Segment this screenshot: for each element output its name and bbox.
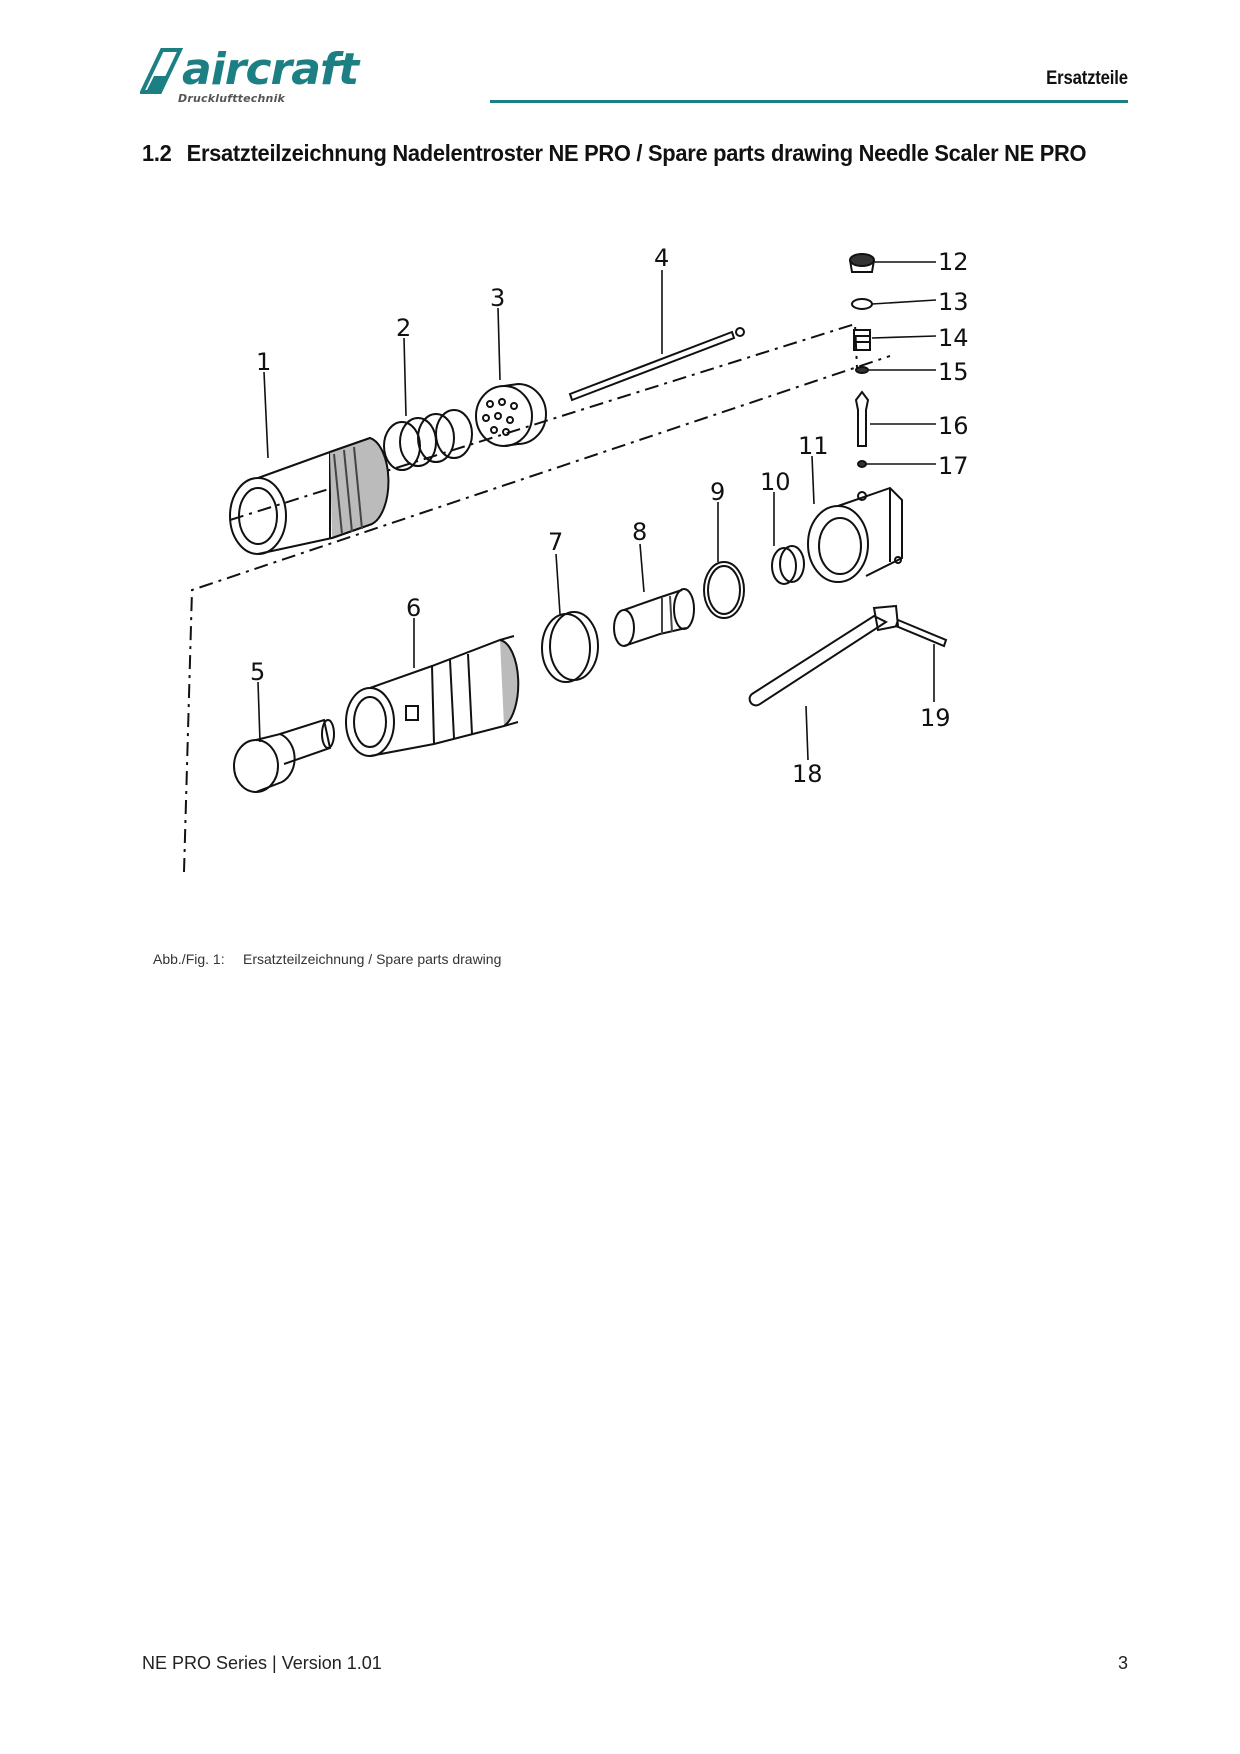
part-label: 17 bbox=[938, 452, 969, 480]
part-label: 5 bbox=[250, 658, 265, 686]
part-label: 4 bbox=[654, 244, 669, 272]
figure-number: Abb./Fig. 1: bbox=[153, 951, 225, 967]
figure-caption: Abb./Fig. 1: Ersatzteilzeichnung / Spare … bbox=[153, 951, 501, 967]
part-label: 12 bbox=[938, 248, 969, 276]
part-2-springs bbox=[383, 409, 473, 471]
parts-12-17-valve-stack bbox=[849, 253, 875, 468]
part-1-nozzle-sleeve bbox=[229, 436, 390, 555]
part-9-oring bbox=[703, 561, 745, 619]
part-19-pin bbox=[894, 618, 948, 648]
part-label: 1 bbox=[256, 348, 271, 376]
heading-number: 1.2 bbox=[142, 140, 172, 166]
part-label: 3 bbox=[490, 284, 505, 312]
assembly-line-lower bbox=[183, 355, 891, 873]
part-7-ring bbox=[541, 611, 599, 683]
header-rule bbox=[490, 100, 1128, 103]
part-label: 13 bbox=[938, 288, 969, 316]
figure-caption-text: Ersatzteilzeichnung / Spare parts drawin… bbox=[243, 951, 502, 967]
part-4-needle bbox=[568, 327, 745, 402]
page-heading: 1.2 Ersatzteilzeichnung Nadelentroster NE… bbox=[142, 140, 1087, 167]
brand-tagline: Drucklufttechnik bbox=[178, 92, 286, 105]
part-label: 10 bbox=[760, 468, 791, 496]
part-label: 9 bbox=[710, 478, 725, 506]
spare-parts-drawing: 1 2 3 4 5 6 7 8 9 10 11 12 13 14 15 16 1… bbox=[183, 244, 969, 873]
section-label: Ersatzteile bbox=[1046, 68, 1128, 89]
part-label: 19 bbox=[920, 704, 951, 732]
heading-text: Ersatzteilzeichnung Nadelentroster NE PR… bbox=[186, 140, 1087, 166]
part-label: 8 bbox=[632, 518, 647, 546]
part-label: 15 bbox=[938, 358, 969, 386]
brand-name: aircraft bbox=[182, 44, 359, 95]
page-number: 3 bbox=[1117, 1653, 1128, 1673]
part-label: 16 bbox=[938, 412, 969, 440]
part-6-cylinder bbox=[345, 635, 520, 757]
part-label: 18 bbox=[792, 760, 823, 788]
part-label: 6 bbox=[406, 594, 421, 622]
part-10-seal bbox=[771, 545, 805, 585]
part-11-housing bbox=[807, 486, 903, 583]
part-3-needle-guide bbox=[475, 382, 547, 447]
logo-mark-icon bbox=[140, 48, 184, 94]
brand-logo: aircraft Drucklufttechnik bbox=[140, 44, 372, 110]
part-8-valve bbox=[613, 588, 695, 647]
part-labels: 1 2 3 4 5 6 7 8 9 10 11 12 13 14 15 16 1… bbox=[250, 244, 969, 788]
part-5-piston bbox=[233, 718, 335, 793]
part-label: 11 bbox=[798, 432, 829, 460]
part-18-lever bbox=[748, 604, 900, 707]
part-label: 7 bbox=[548, 528, 563, 556]
leader-lines bbox=[257, 261, 937, 761]
part-label: 14 bbox=[938, 324, 969, 352]
part-label: 2 bbox=[396, 314, 411, 342]
footer-doc-version: NE PRO Series | Version 1.01 bbox=[142, 1653, 382, 1673]
